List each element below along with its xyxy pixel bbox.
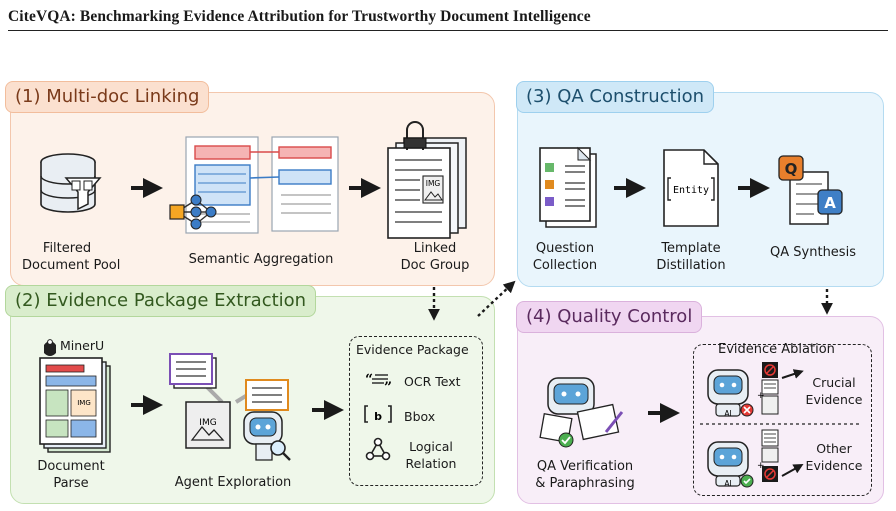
svg-text:+: + bbox=[757, 391, 765, 401]
evidence-package-box bbox=[349, 336, 483, 486]
header-rule bbox=[8, 30, 888, 31]
agent-exploration-label: Agent Exploration bbox=[174, 475, 292, 490]
svg-text:b: b bbox=[374, 410, 382, 423]
template-distillation-icon bbox=[663, 149, 719, 227]
svg-text:“: “ bbox=[365, 372, 373, 388]
ai-badge-crucial: AI bbox=[724, 409, 731, 418]
parse-img-label: IMG bbox=[77, 399, 91, 407]
ocr-text-label: OCR Text bbox=[404, 374, 461, 389]
linked-img-label: IMG bbox=[426, 179, 441, 188]
q-letter: Q bbox=[785, 160, 798, 178]
document-parse-icon bbox=[39, 357, 111, 453]
stage4-title: (4) Quality Control bbox=[516, 301, 703, 333]
bbox-icon: b bbox=[364, 405, 392, 423]
mineru-label: MinerU bbox=[60, 338, 105, 353]
semantic-aggregation-label: Semantic Aggregation bbox=[188, 252, 334, 267]
logical-relation-icon bbox=[365, 437, 391, 461]
semantic-aggregation-icon bbox=[169, 136, 339, 234]
entity-label: Entity bbox=[673, 185, 709, 196]
stage2-title: (2) Evidence Package Extraction bbox=[5, 285, 317, 317]
crucial-ablation-icon: + bbox=[707, 362, 804, 417]
qa-verification-label: QA Verification& Paraphrasing bbox=[535, 459, 635, 491]
database-filter-icon bbox=[40, 153, 102, 213]
agent-exploration-icon bbox=[169, 353, 291, 461]
qa-verification-icon bbox=[539, 377, 624, 448]
evidence-ablation-title: Evidence Ablation bbox=[718, 342, 835, 357]
svg-text:+: + bbox=[757, 461, 765, 471]
qa-synthesis-label: QA Synthesis bbox=[770, 245, 856, 260]
evidence-ablation-box bbox=[693, 344, 872, 496]
stage1-title: (1) Multi-doc Linking bbox=[5, 81, 210, 113]
svg-text:”: ” bbox=[384, 380, 392, 396]
ai-badge-other: AI bbox=[724, 479, 731, 488]
qa-synthesis-icon bbox=[778, 155, 843, 225]
mineru-logo-icon bbox=[44, 339, 56, 356]
ocr-text-icon: “ ” bbox=[365, 372, 392, 396]
page-title: CiteVQA: Benchmarking Evidence Attributi… bbox=[8, 8, 591, 25]
evidence-package-title: Evidence Package bbox=[356, 342, 469, 357]
stage3-title: (3) QA Construction bbox=[516, 81, 715, 113]
bbox-label: Bbox bbox=[404, 409, 436, 424]
linked-docs-icon bbox=[387, 121, 467, 239]
question-collection-icon bbox=[539, 146, 597, 228]
agent-img-label: IMG bbox=[199, 418, 216, 428]
other-ablation-icon: + bbox=[700, 423, 862, 488]
a-letter: A bbox=[824, 194, 836, 212]
